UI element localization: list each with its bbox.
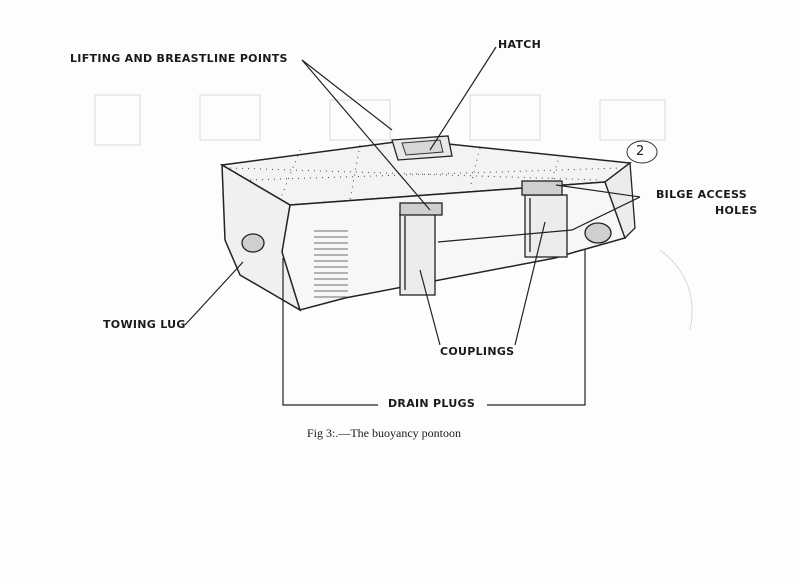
label-drain-plugs: DRAIN PLUGS xyxy=(388,397,476,410)
rivet-lines xyxy=(229,144,621,201)
left-lug xyxy=(241,233,265,253)
couplings-left xyxy=(399,202,443,296)
right-end-face xyxy=(604,161,636,240)
page-mark-circle xyxy=(626,140,658,164)
label-hatch: HATCH xyxy=(498,38,542,51)
page-mark-number: 2 xyxy=(636,144,645,159)
figure-caption: Fig 3:.—The buoyancy pontoon xyxy=(307,426,461,440)
hatch-inner xyxy=(401,139,444,156)
label-bilge-access-line2: HOLES xyxy=(715,204,758,217)
show-through-marks xyxy=(94,94,693,331)
label-lifting-breastline-points: LIFTING AND BREASTLINE POINTS xyxy=(70,52,288,65)
label-couplings: COUPLINGS xyxy=(440,345,515,358)
couplings-right xyxy=(521,180,568,258)
leader-lines xyxy=(184,46,641,406)
label-towing-lug: TOWING LUG xyxy=(103,318,186,331)
end-shading xyxy=(314,228,348,298)
label-bilge-access-line1: BILGE ACCESS xyxy=(656,188,747,201)
right-lug xyxy=(584,222,612,244)
